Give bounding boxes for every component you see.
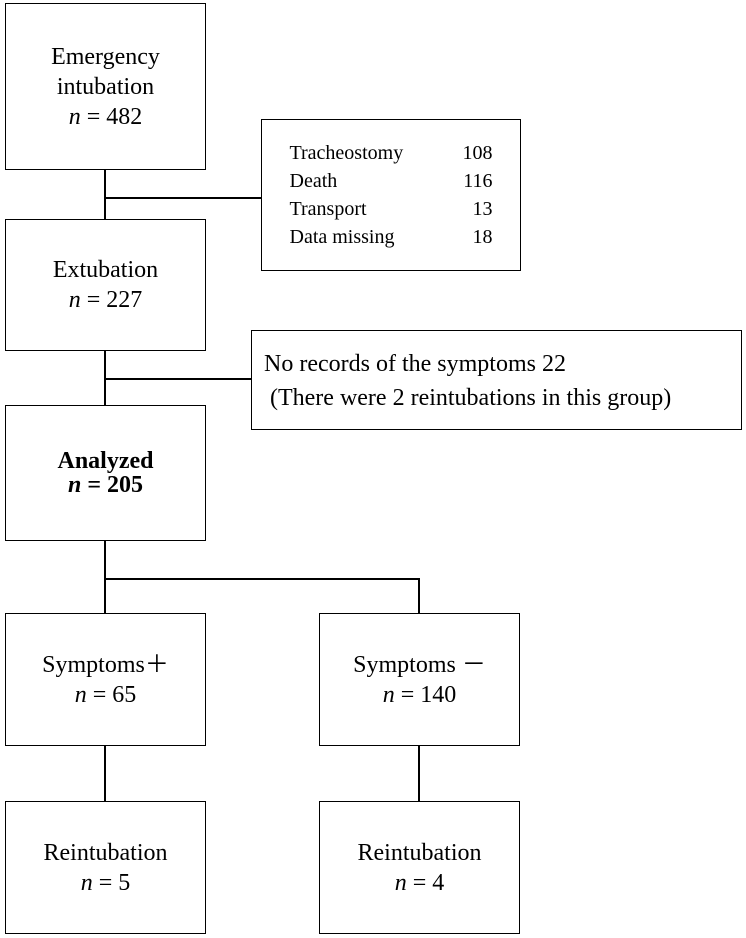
exclusion-count: 18: [472, 226, 493, 248]
n-value: = 227: [86, 287, 143, 313]
reintubation-positive-box: Reintubation n = 5: [5, 801, 206, 934]
intubation-line2: intubation: [56, 73, 155, 100]
intubation-line1: Emergency: [51, 43, 160, 70]
exclusion-count: 108: [462, 142, 493, 164]
symptoms-negative-count: n = 140: [383, 680, 457, 710]
exclusion-count: 116: [463, 170, 493, 192]
extubation-box: Extubation n = 227: [5, 219, 206, 351]
analyzed-line1: Analyzed: [57, 448, 154, 474]
n-label: n: [74, 681, 87, 708]
exclusion-label: Data missing: [289, 226, 395, 248]
symptoms-positive-box: Symptoms＋ n = 65: [5, 613, 206, 746]
exclusions-box-2: No records of the symptoms 22 (There wer…: [251, 330, 742, 430]
connector-analyzed-split: [104, 540, 106, 614]
reintubation-negative-count: n = 4: [395, 868, 445, 898]
connector-split-horizontal: [104, 578, 420, 580]
connector-neg-reint: [418, 745, 420, 802]
reintubation-negative-box: Reintubation n = 4: [319, 801, 520, 934]
reintubation-positive-count: n = 5: [81, 868, 131, 898]
exclusion-row: Death 116: [290, 167, 493, 195]
exclusion-row: Data missing 18: [290, 223, 493, 251]
n-label: n: [68, 103, 81, 130]
exclusion-label: Tracheostomy: [289, 142, 404, 164]
connector-split-right: [418, 578, 420, 614]
connector-to-exclusions-1: [104, 197, 262, 199]
exclusions-box-1: Tracheostomy 108 Death 116 Transport 13 Dat…: [261, 119, 521, 271]
exclusion-count: 13: [472, 198, 493, 220]
connector-pos-reint: [104, 745, 106, 802]
exclusion-label: Death: [289, 170, 338, 192]
n-value: = 205: [87, 472, 144, 498]
analyzed-count: n = 205: [68, 473, 143, 497]
symptoms-positive-line1: Symptoms＋: [42, 651, 169, 678]
n-value: = 482: [86, 103, 143, 130]
exclusion-label: Transport: [289, 198, 367, 220]
intubation-box: Emergency intubation n = 482: [5, 3, 206, 170]
symptoms-positive-count: n = 65: [75, 680, 137, 710]
exclusion-row: Transport 13: [290, 195, 493, 223]
no-records-line: No records of the symptoms 22: [264, 351, 566, 377]
analyzed-box: Analyzed n = 205: [5, 405, 206, 541]
intubation-count: n = 482: [69, 102, 143, 132]
extubation-count: n = 227: [69, 285, 143, 315]
n-value: = 4: [412, 869, 445, 896]
reintubations-note: (There were 2 reintubations in this grou…: [264, 385, 672, 411]
n-label: n: [68, 287, 81, 313]
symptoms-negative-box: Symptoms － n = 140: [319, 613, 520, 746]
n-value: = 5: [98, 869, 131, 896]
n-label: n: [382, 681, 395, 708]
n-label: n: [67, 472, 82, 498]
n-value: = 140: [400, 681, 457, 708]
exclusion-row: Tracheostomy 108: [290, 139, 493, 167]
reintubation-positive-line1: Reintubation: [43, 839, 168, 866]
symptoms-negative-line1: Symptoms －: [353, 651, 486, 678]
extubation-line1: Extubation: [52, 257, 159, 283]
n-label: n: [394, 869, 407, 896]
reintubation-negative-line1: Reintubation: [357, 839, 482, 866]
connector-intubation-extubation: [104, 168, 106, 220]
connector-to-exclusions-2: [104, 378, 252, 380]
n-label: n: [80, 869, 93, 896]
n-value: = 65: [92, 681, 137, 708]
